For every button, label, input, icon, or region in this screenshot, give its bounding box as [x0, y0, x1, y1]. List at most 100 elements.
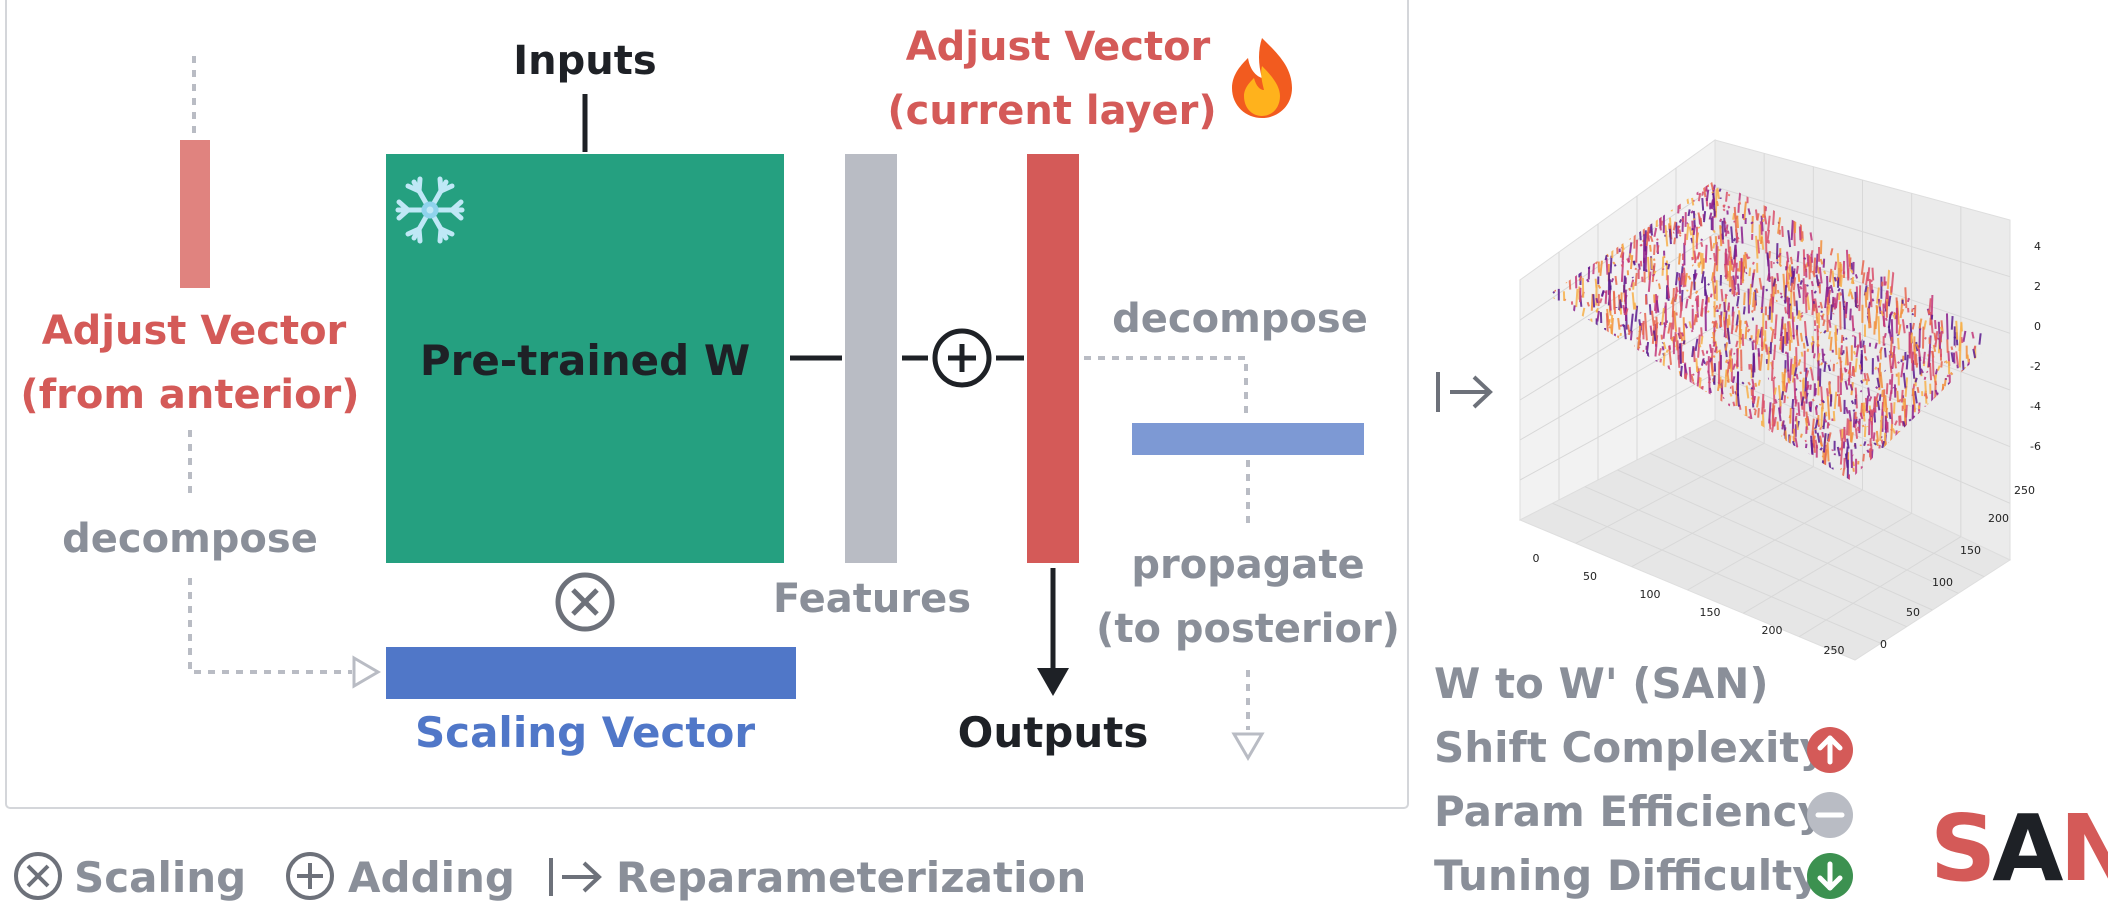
surface-spike [1772, 278, 1777, 287]
surface-spike [1736, 393, 1740, 407]
surface-spike [1662, 352, 1666, 368]
surface-spike [1890, 429, 1893, 431]
surface-spike [1802, 342, 1806, 349]
surface-spike [1780, 295, 1783, 299]
surface-spike [1715, 201, 1719, 207]
surface-spike [1823, 361, 1827, 373]
surface-spike [1735, 291, 1739, 296]
surface-spike [1936, 337, 1940, 340]
surface-spike [1950, 346, 1954, 351]
surface-spike [1772, 379, 1776, 405]
surface-spike [1792, 277, 1797, 291]
surface-spike [1802, 249, 1806, 277]
surface-spike [1732, 363, 1736, 370]
surface-spike [1793, 367, 1798, 377]
surface-spike [1863, 441, 1867, 447]
surface-spike [1678, 219, 1683, 223]
surface-spike [1971, 331, 1975, 339]
surface-spike [1718, 218, 1723, 223]
surface-spike [1621, 244, 1625, 251]
adjust-vector-current-bar [1027, 154, 1079, 563]
surface-spike [1630, 279, 1635, 288]
surface-spike [1682, 317, 1686, 345]
y-axis-ticks: 0 50 100 150 200 250 [1880, 484, 2035, 651]
surface-spike [1797, 273, 1801, 283]
surface-spike [1634, 267, 1638, 271]
surface-spike [1791, 363, 1794, 375]
surface-spike [1656, 238, 1659, 241]
surface-spike [1785, 331, 1789, 344]
surface-spike [1918, 356, 1922, 375]
surface-spike [1796, 251, 1800, 263]
surface-spike [1678, 234, 1682, 237]
surface-spike [1875, 439, 1879, 447]
x-tick-label: 150 [1700, 606, 1721, 619]
surface-spike [1759, 353, 1763, 371]
surface-spike [1777, 407, 1782, 422]
surface-spike [1650, 257, 1654, 270]
surface-spike [1829, 304, 1833, 320]
surface-spike [1890, 271, 1895, 293]
surface-spike [1932, 344, 1937, 353]
surface-spike [1811, 270, 1816, 278]
surface-spike [1876, 400, 1881, 411]
surface-spike [1877, 316, 1881, 345]
surface-spike [1809, 232, 1813, 241]
surface-spike [1856, 420, 1861, 425]
surface-spike [1600, 290, 1605, 297]
surface-spike [1861, 272, 1866, 284]
z-tick-label: -2 [2030, 360, 2041, 373]
surface-spike [1594, 260, 1598, 265]
surface-spike [1738, 201, 1742, 205]
grid-line [1714, 279, 2011, 391]
surface-spike [1744, 405, 1748, 417]
surface-spike [1840, 334, 1844, 344]
surface-spike [1718, 303, 1722, 310]
surface-spike [1744, 252, 1748, 269]
surface-spike [1874, 366, 1878, 370]
surface-spike [1649, 235, 1654, 243]
surface-spike [1960, 336, 1964, 344]
surface-spike [1795, 265, 1799, 274]
surface-spike [1833, 297, 1838, 309]
surface-spike [1635, 239, 1639, 263]
arrow-up-icon [1807, 727, 1853, 773]
y-tick-label: 250 [2014, 484, 2035, 497]
surface-spike [1867, 443, 1870, 447]
surface-spike [1661, 307, 1665, 325]
surface-spike [1678, 253, 1681, 265]
surface-spike [1872, 432, 1876, 442]
surface-spike [1822, 433, 1827, 453]
surface-spike [1761, 213, 1765, 218]
surface-spike [1940, 361, 1943, 368]
surface-spike [1748, 267, 1752, 277]
surface-spike [1692, 225, 1696, 236]
surface-spike [1677, 225, 1681, 229]
surface-spike [1728, 288, 1732, 293]
surface-spike [1632, 282, 1635, 290]
surface-spike [1795, 373, 1799, 380]
snowflake-icon [395, 176, 465, 244]
surface-spike [1619, 299, 1623, 309]
surface-spike [1788, 264, 1792, 275]
surface-spike [1673, 237, 1677, 245]
surface-spike [1773, 387, 1777, 395]
surface-spike [1874, 342, 1878, 349]
propagated-vector-bar [1132, 423, 1364, 455]
surface-spike [1821, 455, 1824, 458]
surface-spike [1843, 305, 1846, 330]
surface-spike [1839, 437, 1844, 465]
surface-spike [1929, 362, 1933, 381]
surface-spike [1884, 395, 1889, 419]
surface-spike [1876, 287, 1880, 304]
surface-spike [1634, 272, 1638, 286]
surface-spike [1692, 347, 1696, 363]
surface-spike [1795, 300, 1799, 316]
surface-spike [1826, 396, 1831, 420]
surface-spike [1741, 381, 1745, 385]
propagate-label-1: propagate [1131, 542, 1364, 588]
surface-spike [1708, 387, 1712, 394]
surface-spike [1659, 358, 1662, 363]
surface-spike [1883, 347, 1887, 358]
surface-spike [1700, 358, 1705, 366]
